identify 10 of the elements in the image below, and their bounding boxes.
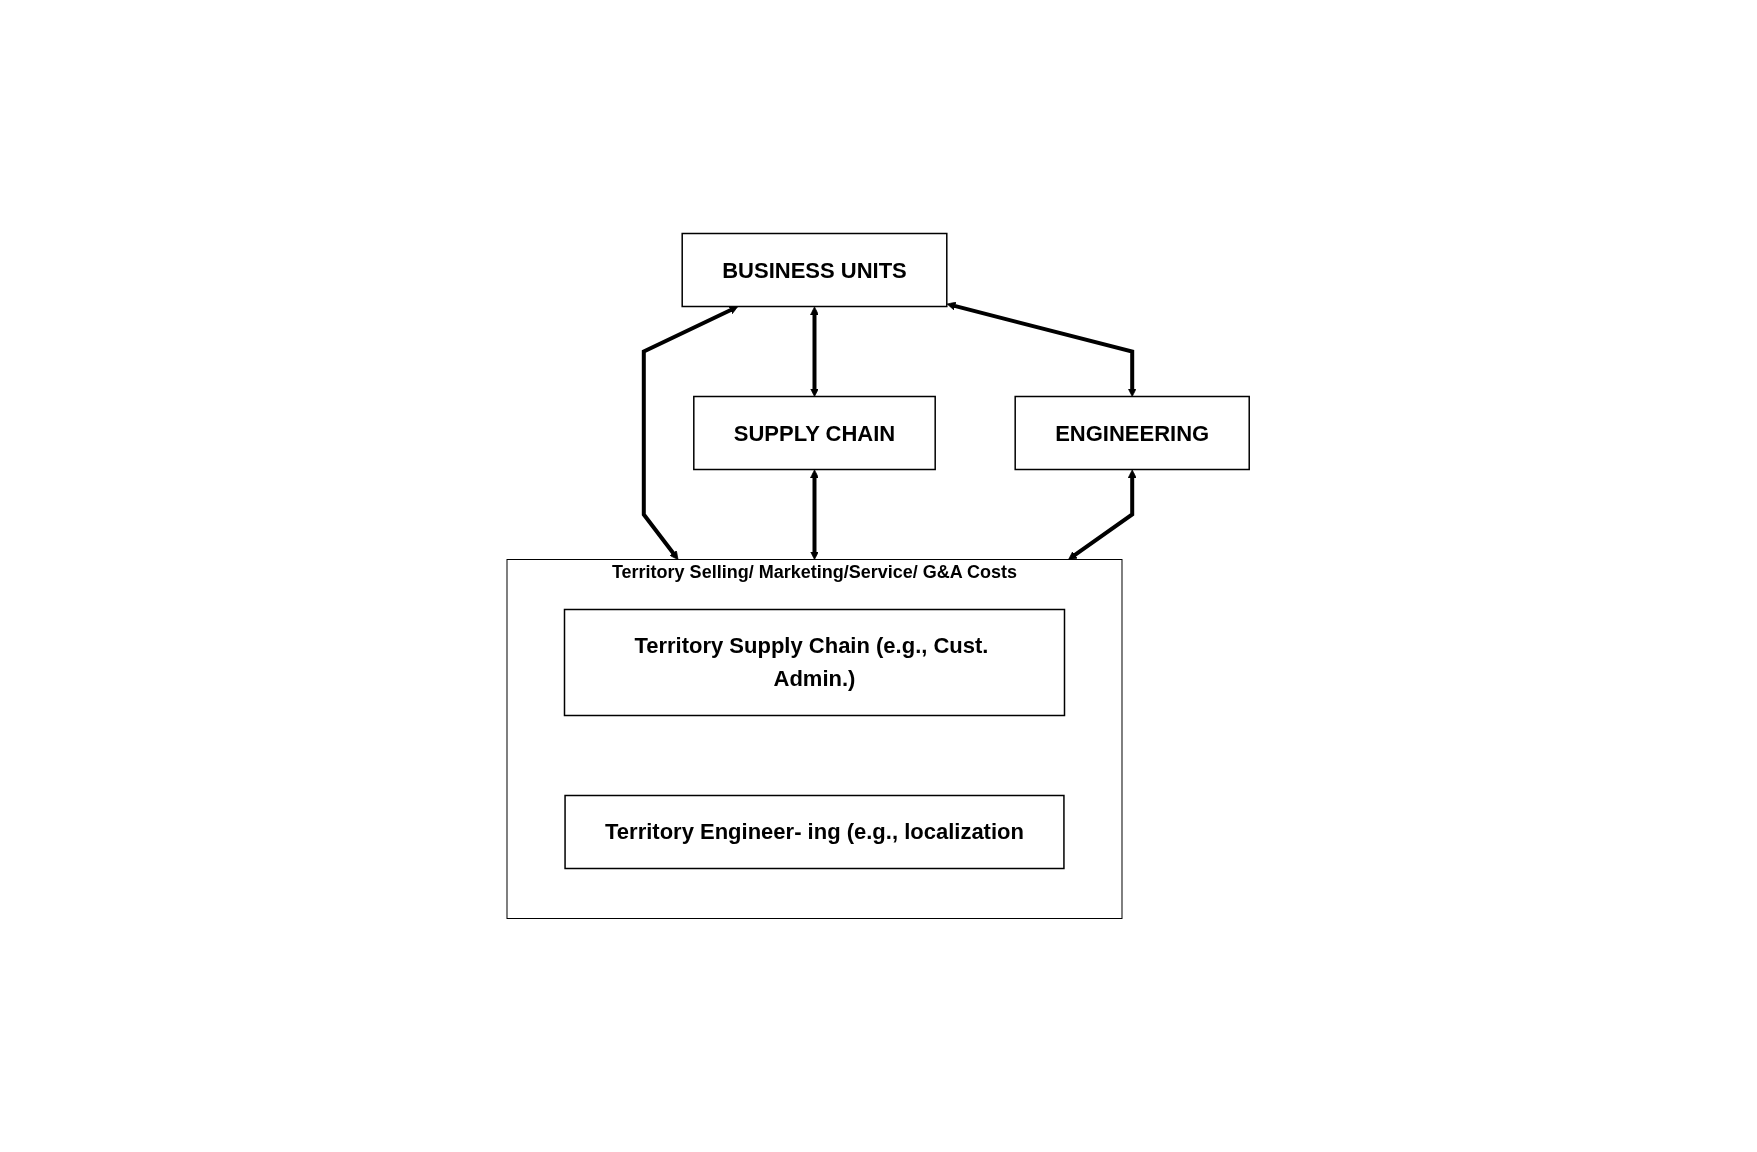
node-box: Territory Supply Chain (e.g., Cust. Admin.) [564,608,1066,717]
node-box: SUPPLY CHAIN [693,395,937,471]
node-box: BUSINESS UNITS [681,232,948,308]
node-box: ENGINEERING [1014,395,1251,471]
node-box: Territory Engineer- ing (e.g., localization [564,794,1066,870]
arrow [642,306,739,560]
arrow [810,469,820,560]
arrow [1068,469,1137,560]
arrow [810,306,820,397]
arrow [947,301,1137,397]
